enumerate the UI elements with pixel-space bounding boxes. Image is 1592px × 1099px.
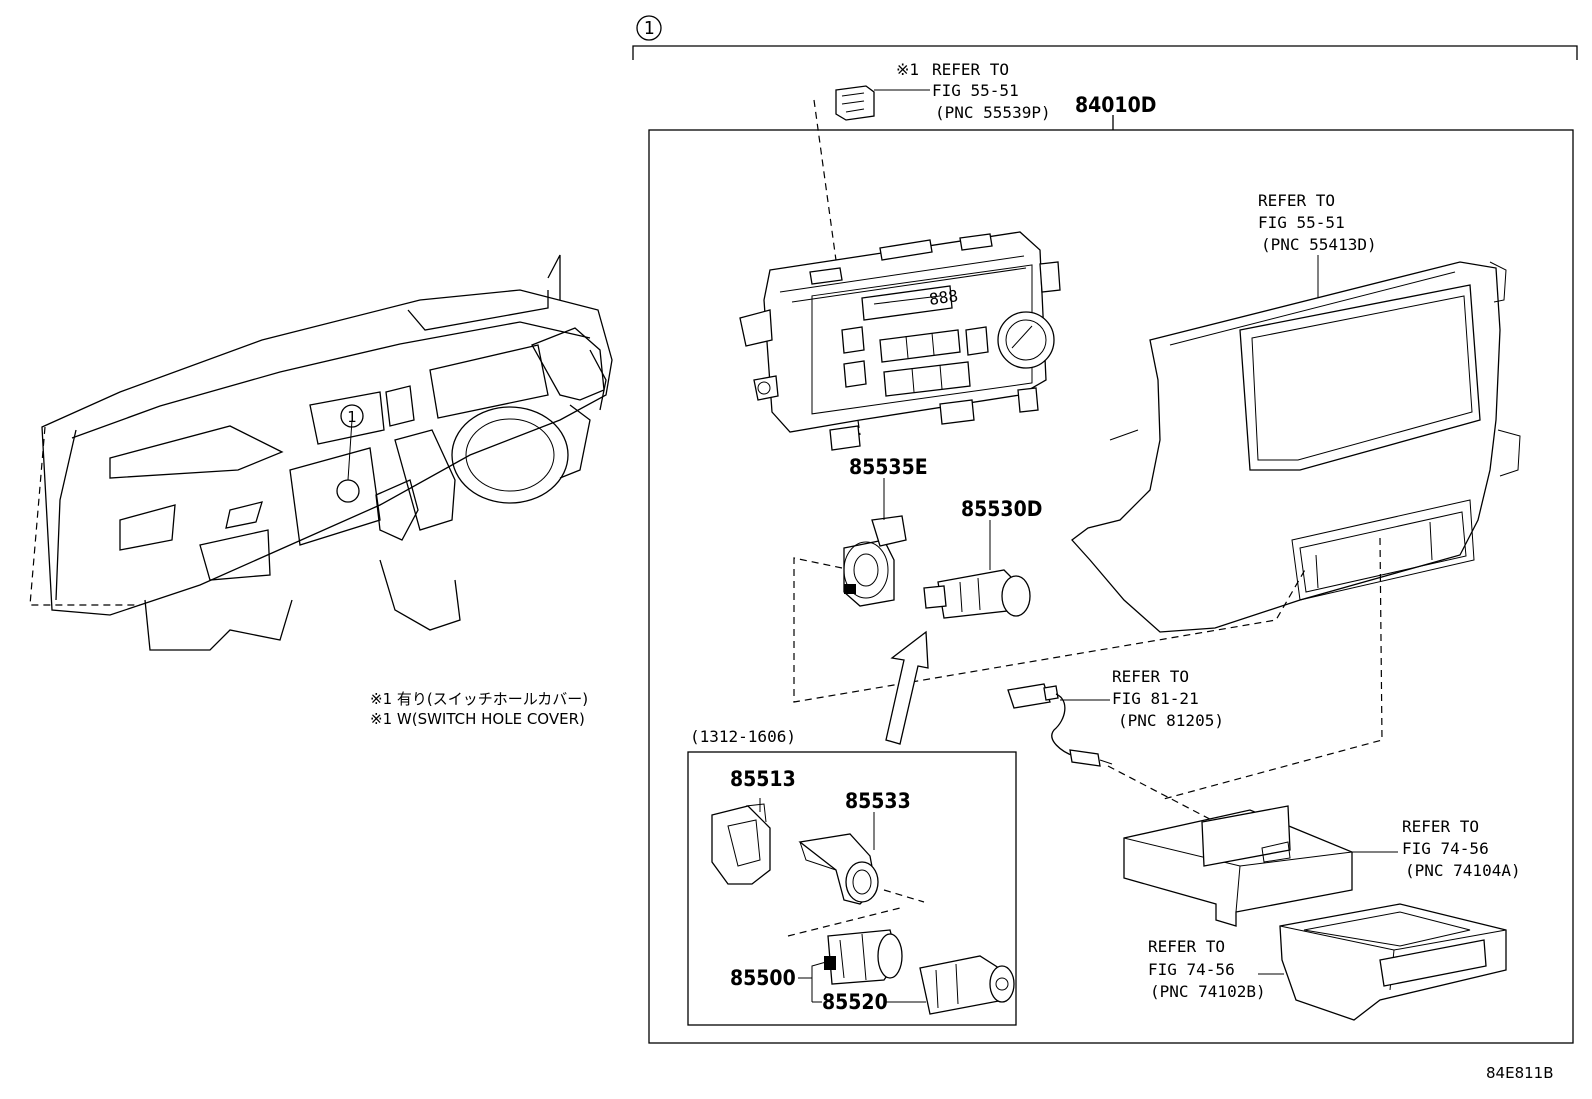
dashboard-callout-number: 1 (347, 408, 357, 426)
ref-panel-line2: FIG 55-51 (1258, 213, 1345, 232)
ref-panel-line1: REFER TO (1258, 191, 1335, 210)
figure-code: 84E811B (1486, 1064, 1554, 1082)
svg-text:888: 888 (928, 286, 959, 309)
subbox-dash-1 (883, 889, 925, 903)
assembly-part-number: 84010D (1075, 93, 1156, 117)
ref-tray-line2: FIG 74-56 (1148, 960, 1235, 979)
callout-bracket: 1 (632, 15, 1578, 60)
assembly-frame: 84010D (648, 93, 1574, 1044)
part-85530D: 85530D (961, 497, 1042, 521)
ref-switch-line1: REFER TO (932, 60, 1009, 79)
date-range-box: (1312-1606) 85513 85533 85500 (687, 727, 1017, 1026)
part-85500: 85500 (730, 966, 796, 990)
socket-85533: 85533 (798, 789, 911, 905)
ashtray: REFER TO FIG 74-56 (PNC 74102B) (1148, 903, 1507, 1021)
ref-panel: REFER TO FIG 55-51 (PNC 55413D) (1258, 191, 1377, 298)
housing-85513: 85513 (711, 767, 796, 885)
ref-tray-line3: (PNC 74102B) (1150, 982, 1266, 1001)
heater-control-unit: 888 (739, 231, 1061, 451)
note-line-2: ※1 W(SWITCH HOLE COVER) (370, 710, 585, 728)
subbox-dash-2 (787, 907, 901, 937)
ref-switch-line3: (PNC 55539P) (935, 103, 1051, 122)
callout-number: 1 (644, 18, 655, 39)
part-85533: 85533 (845, 789, 911, 813)
dashboard-illustration: 1 (29, 254, 613, 651)
ref-box-line1: REFER TO (1402, 817, 1479, 836)
cigarette-socket-85530D: 85530D (923, 497, 1042, 619)
part-85535E: 85535E (849, 455, 928, 479)
arrow-up (885, 630, 929, 745)
ref-wire-line2: FIG 81-21 (1112, 689, 1199, 708)
ref-switch-line2: FIG 55-51 (932, 81, 1019, 100)
part-85513: 85513 (730, 767, 796, 791)
ref-box-line2: FIG 74-56 (1402, 839, 1489, 858)
power-socket-85535E: 85535E (843, 455, 928, 607)
socket-85500: 85500 (730, 929, 903, 1002)
note-line-1: ※1 有り(スイッチホールカバー) (370, 690, 588, 708)
ref-panel-line3: (PNC 55413D) (1261, 235, 1377, 254)
ref-switch-mark: ※1 (896, 60, 919, 79)
part-85520: 85520 (822, 990, 888, 1014)
ref-wire-line1: REFER TO (1112, 667, 1189, 686)
ref-tray-line1: REFER TO (1148, 937, 1225, 956)
notes: ※1 有り(スイッチホールカバー) ※1 W(SWITCH HOLE COVER… (370, 690, 588, 728)
socket-dashed-leaders (793, 557, 1307, 703)
storage-box: REFER TO FIG 74-56 (PNC 74104A) (1123, 805, 1521, 927)
date-range-label: (1312-1606) (690, 727, 796, 746)
lighter-85520: 85520 (812, 955, 1015, 1015)
finish-panel (1071, 261, 1521, 801)
wire-harness: REFER TO FIG 81-21 (PNC 81205) (1007, 667, 1251, 841)
ref-wire-line3: (PNC 81205) (1118, 711, 1224, 730)
ref-box-line3: (PNC 74104A) (1405, 861, 1521, 880)
